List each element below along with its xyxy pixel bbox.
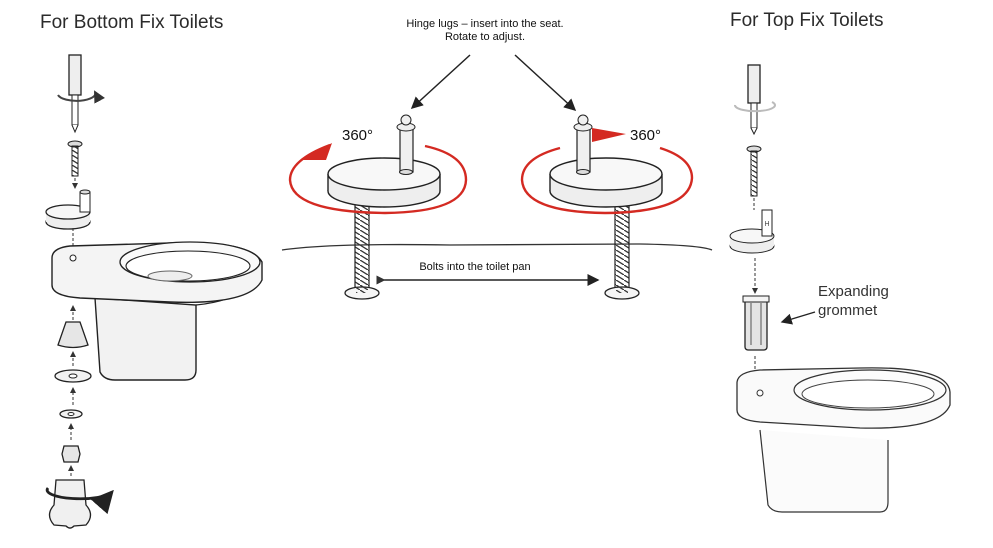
hinge-lug-left: [327, 114, 441, 300]
rotation-label-right: 360°: [630, 127, 662, 144]
hinge-lug-right: [549, 114, 663, 300]
rotation-label-left: 360°: [342, 127, 374, 144]
wing-nut-icon: [48, 479, 92, 529]
hinge-note-line-1: Hinge lugs – insert into the seat.: [406, 18, 564, 30]
toilet-top-fix-icon: [736, 367, 951, 513]
grommet-note-line-1: Expanding: [818, 283, 889, 300]
rotate-arrow-right-icon: [520, 146, 694, 215]
grommet-note-line-2: grommet: [818, 302, 878, 319]
hinge-block-icon: [45, 189, 91, 230]
rotate-arrow-icon: [734, 101, 776, 113]
bottom-fix-assembly: [45, 54, 263, 529]
toilet-pan-outline: [281, 243, 713, 251]
top-fix-title: For Top Fix Toilets: [730, 10, 884, 31]
screwdriver-icon: [747, 64, 761, 136]
grommet-pointer-arrow: [780, 311, 816, 325]
hinge-detail: [281, 54, 713, 300]
toilet-bottom-fix-icon: [51, 241, 263, 381]
expanding-grommet-icon: [742, 295, 770, 351]
bottom-fix-title: For Bottom Fix Toilets: [40, 12, 224, 33]
bolt-icon: [67, 140, 83, 177]
hinge-note-line-2: Rotate to adjust.: [444, 31, 526, 43]
small-washer-icon: [59, 409, 83, 419]
hinge-block-icon: H: [729, 209, 775, 254]
hinge-lugs-note: Hinge lugs – insert into the seat. Rotat…: [385, 18, 585, 44]
rotate-arrow-left-icon: [288, 143, 468, 215]
svg-text:H: H: [764, 221, 769, 228]
bolt-icon: [746, 145, 762, 197]
top-fix-assembly: H: [729, 64, 951, 513]
pointer-arrow-right: [514, 54, 577, 112]
flat-washer-icon: [54, 369, 92, 383]
cone-washer-icon: [57, 321, 89, 349]
pointer-arrow-left: [410, 54, 471, 110]
rotate-arrowhead-right-icon: [592, 128, 626, 142]
rotate-arrow-icon: [57, 90, 105, 104]
screwdriver-icon: [68, 54, 82, 134]
rotate-arrowhead-left-icon: [300, 143, 332, 160]
bolts-note: Bolts into the toilet pan: [419, 261, 531, 273]
grommet-note: Expanding grommet: [818, 282, 889, 320]
rotate-arrow-icon: [45, 487, 114, 515]
nut-icon: [61, 445, 81, 463]
